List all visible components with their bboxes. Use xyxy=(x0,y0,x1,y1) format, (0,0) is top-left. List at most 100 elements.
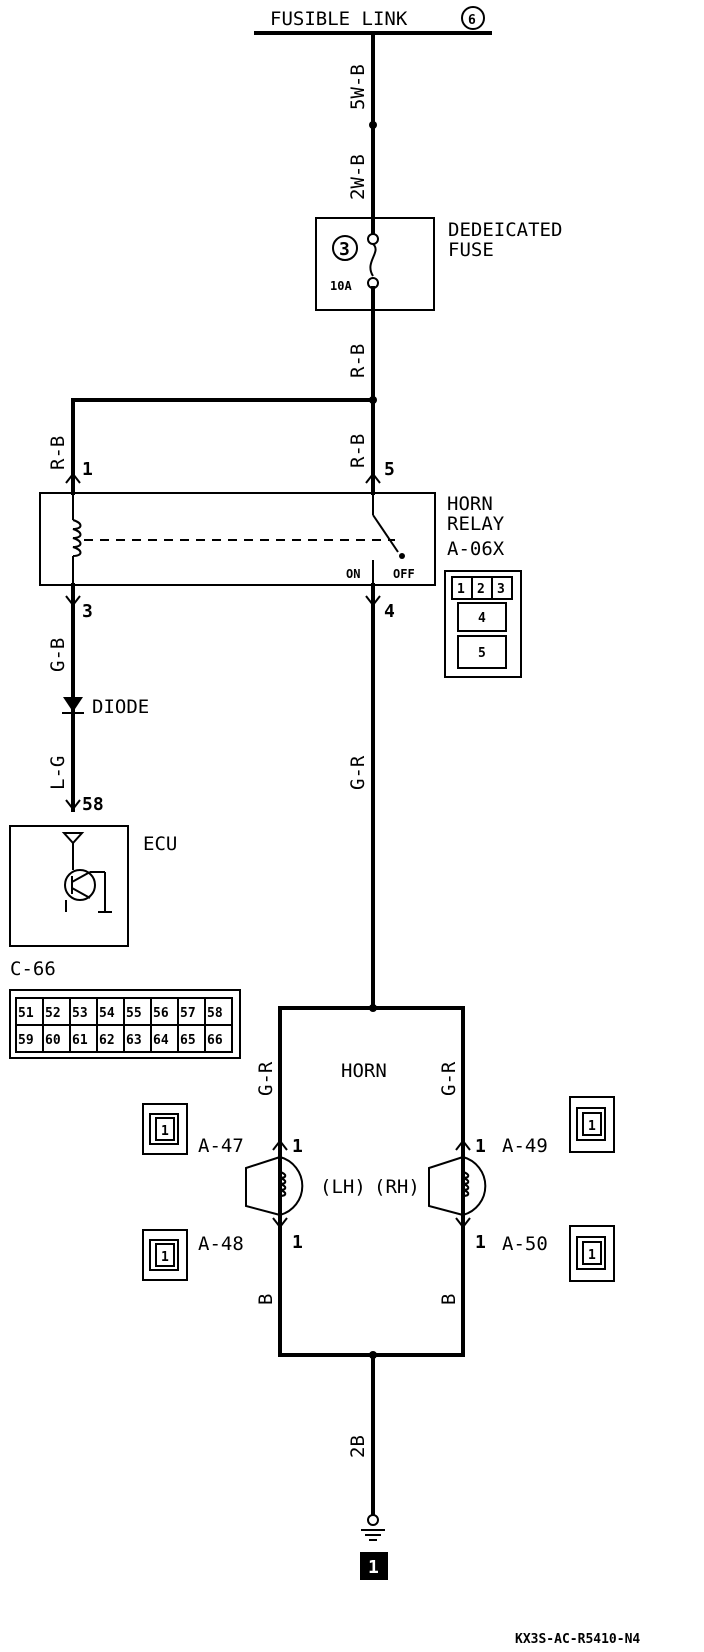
relay-connector-id: A-06X xyxy=(447,538,505,560)
ecu-connector-pin-62: 62 xyxy=(99,1033,115,1048)
horn-rh-coil-icon xyxy=(462,1171,470,1197)
relay-cell-5: 5 xyxy=(478,646,486,661)
wire-label-g-b: G-B xyxy=(47,638,69,672)
ground-terminal xyxy=(367,1514,379,1526)
connector-a49-cell: 1 xyxy=(588,1119,596,1134)
fuse-label-line2: FUSE xyxy=(448,239,494,261)
horn-rh-bottom-connector-id: A-50 xyxy=(502,1233,548,1255)
horn-lh-label: (LH) xyxy=(320,1176,366,1198)
ecu-connector-id: C-66 xyxy=(10,958,56,980)
ecu-connector-pin-63: 63 xyxy=(126,1033,142,1048)
ecu-connector-pin-65: 65 xyxy=(180,1033,196,1048)
relay-off-contact xyxy=(399,553,405,559)
fuse-terminal-top xyxy=(367,233,379,245)
horn-rh-pin-top: 1 xyxy=(475,1136,486,1157)
horn-lh-top-connector-id: A-47 xyxy=(198,1135,244,1157)
ecu-input-arrow-icon xyxy=(61,832,85,845)
ground-point-number: 1 xyxy=(368,1557,379,1578)
connector-arrow-icon xyxy=(455,1217,471,1229)
connector-arrow-icon xyxy=(65,472,81,484)
ecu-connector-pin-56: 56 xyxy=(153,1006,169,1021)
horn-rh-top-connector-id: A-49 xyxy=(502,1135,548,1157)
relay-label-line1: HORN xyxy=(447,493,493,515)
connector-a48-cell: 1 xyxy=(161,1250,169,1265)
ecu-connector-pin-51: 51 xyxy=(18,1006,34,1021)
wire-label-g-r-main: G-R xyxy=(347,755,369,790)
horn-lh-pin-bottom: 1 xyxy=(292,1232,303,1253)
connector-arrow-icon xyxy=(455,1139,471,1151)
connector-arrow-icon xyxy=(365,472,381,484)
wire-label-r-b-2: R-B xyxy=(47,436,69,470)
relay-cell-3: 3 xyxy=(497,582,505,597)
ecu-transistor-emitter xyxy=(71,887,91,899)
relay-off-label: OFF xyxy=(393,567,415,581)
horn-relay-box xyxy=(39,492,436,586)
ecu-connector-pin-53: 53 xyxy=(72,1006,88,1021)
ecu-connector-pin-52: 52 xyxy=(45,1006,61,1021)
splice-point xyxy=(369,121,377,129)
horn-lh-pin-top: 1 xyxy=(292,1136,303,1157)
horn-label: HORN xyxy=(341,1060,387,1082)
connector-a47-cell: 1 xyxy=(161,1124,169,1139)
fuse-element-icon xyxy=(369,243,377,277)
horn-lh-speaker-icon xyxy=(245,1156,281,1216)
fuse-label-line1: DEDEICATED xyxy=(448,219,562,241)
ecu-connector-pin-55: 55 xyxy=(126,1006,142,1021)
fuse-number-circle xyxy=(332,235,358,261)
relay-pin-3: 3 xyxy=(82,601,93,622)
relay-on-label: ON xyxy=(346,567,360,581)
relay-coil-icon xyxy=(72,519,82,557)
relay-pin-1: 1 xyxy=(82,459,93,480)
ground-point-badge xyxy=(360,1552,388,1580)
connector-a48-face: 1 xyxy=(142,1229,188,1281)
ecu-connector-pin-57: 57 xyxy=(180,1006,196,1021)
wire-label-g-r-left: G-R xyxy=(255,1061,277,1096)
relay-connector-face xyxy=(444,570,522,678)
ecu-connector-pin-64: 64 xyxy=(153,1033,169,1048)
fuse-number: 3 xyxy=(339,239,350,260)
ecu-connector-pin-66: 66 xyxy=(207,1033,223,1048)
relay-cell xyxy=(491,576,513,600)
ecu-connector-pin-59: 59 xyxy=(18,1033,34,1048)
wire-label-r-b-1: R-B xyxy=(347,344,369,378)
horn-rh-pin-bottom: 1 xyxy=(475,1232,486,1253)
relay-label-line2: RELAY xyxy=(447,513,505,535)
connector-a50-cell: 1 xyxy=(588,1248,596,1263)
ecu-label: ECU xyxy=(143,833,177,855)
connector-arrow-icon xyxy=(272,1217,288,1229)
wire-label-5w-b: 5W-B xyxy=(347,64,369,110)
ecu-connector-pin-60: 60 xyxy=(45,1033,61,1048)
fusible-link-number-circle xyxy=(461,6,485,30)
connector-a49-face: 1 xyxy=(569,1096,615,1153)
ecu-connector-face xyxy=(9,989,241,1059)
horn-lh-bell-icon xyxy=(279,1156,304,1216)
horn-rh-label: (RH) xyxy=(374,1176,420,1198)
fuse-rating: 10A xyxy=(330,279,352,293)
relay-cell-4: 4 xyxy=(478,611,486,626)
ecu-connector-cell xyxy=(204,1024,233,1053)
ecu-connector-pin-58: 58 xyxy=(207,1006,223,1021)
horn-lh-coil-icon xyxy=(279,1171,287,1197)
relay-pin-4: 4 xyxy=(384,601,395,622)
wire-label-b-left: B xyxy=(255,1294,277,1305)
ecu-box xyxy=(9,825,129,947)
relay-switch-arm-icon xyxy=(372,514,399,553)
connector-a50-face: 1 xyxy=(569,1225,615,1282)
wire-label-g-r-right: G-R xyxy=(438,1061,460,1096)
wire-label-2b: 2B xyxy=(347,1435,369,1458)
connector-a47-face: 1 xyxy=(142,1103,188,1155)
relay-cell-2: 2 xyxy=(477,582,485,597)
ecu-transistor-icon xyxy=(64,869,96,901)
ecu-pin-58: 58 xyxy=(82,794,104,815)
ecu-connector-pin-61: 61 xyxy=(72,1033,88,1048)
relay-pin-5: 5 xyxy=(384,459,395,480)
relay-cell xyxy=(457,602,507,632)
diagram-code: KX3S-AC-R5410-N4 xyxy=(515,1632,640,1647)
relay-cell xyxy=(457,635,507,669)
horn-lh-bottom-connector-id: A-48 xyxy=(198,1233,244,1255)
wire-label-r-b-3: R-B xyxy=(347,434,369,468)
horn-rh-bell-icon xyxy=(462,1156,487,1216)
fusible-link-number: 6 xyxy=(468,13,476,28)
